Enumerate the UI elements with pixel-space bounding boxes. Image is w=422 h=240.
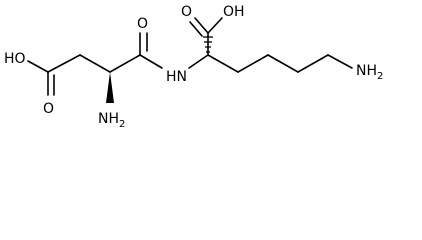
bond-lys-acid-carbon-to-o: [194, 17, 209, 34]
bond-lys-acid-carbon-double-o: [189, 21, 203, 37]
label-oh-lysine-acid: OH: [223, 4, 245, 20]
bond-acid-carbon-to-ch2: [47, 54, 81, 73]
bond-amide-carbon-to-n: [139, 54, 163, 69]
bond-lys-chain-to-nh2: [327, 54, 353, 69]
bond-ch2-to-alpha-carbon: [79, 54, 111, 73]
chemical-structure-diagram: HO O NH2 O HN O OH NH2: [4, 4, 383, 130]
hash-bond-lys-alpha-to-acid: [203, 36, 213, 53]
label-o-aspartate: O: [43, 101, 54, 117]
label-nh2-alpha: NH2: [98, 111, 125, 130]
bond-lys-acid-carbon-to-oh: [207, 17, 223, 34]
atom-label-layer: HO O NH2 O HN O OH NH2: [4, 4, 383, 130]
bond-alpha-to-amide-carbon: [109, 54, 141, 73]
bond-n-to-lys-alpha: [188, 54, 209, 69]
bond-lys-chain-3: [267, 54, 299, 73]
label-o-amide: O: [137, 16, 148, 32]
bond-layer: [27, 17, 353, 96]
bond-lys-chain-1: [207, 54, 239, 73]
label-nh2-terminal: NH2: [356, 63, 383, 82]
label-nh-amide: HN: [166, 69, 187, 85]
wedge-bond-alpha-to-nh2: [106, 72, 114, 103]
bond-lys-chain-4: [297, 54, 329, 73]
bond-lys-chain-2: [237, 54, 269, 73]
label-o-lysine-acid: O: [181, 4, 192, 20]
label-ho-aspartate: HO: [4, 51, 26, 67]
bond-acid-carbon-to-ho: [27, 60, 49, 73]
